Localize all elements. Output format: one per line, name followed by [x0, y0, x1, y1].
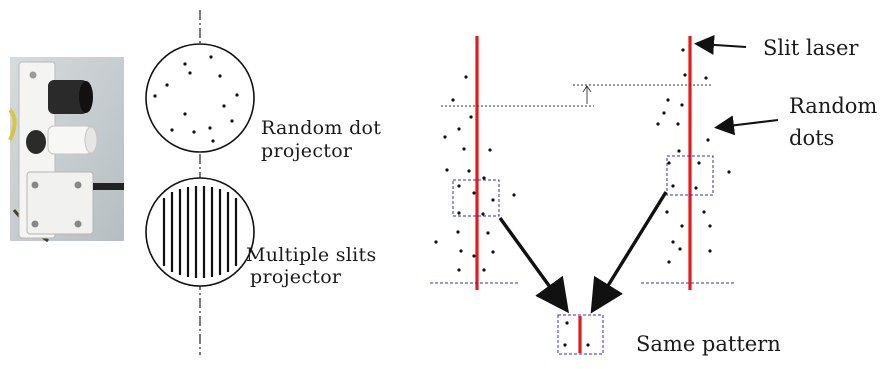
multiple-slits-projector-label-line1: Multiple slits [246, 244, 377, 266]
same-pattern-label: Same pattern [636, 332, 781, 356]
random-dot-projector-icon [145, 43, 255, 153]
slit-laser-label: Slit laser [763, 36, 859, 60]
left-pattern-box [452, 179, 500, 217]
random-dots-label-line1: Random [789, 94, 878, 118]
random-dots-arrow [714, 115, 779, 136]
random-dot-projector-label-line2: projector [261, 140, 353, 162]
random-dot-projector-label-line1: Random dot [261, 117, 382, 139]
same-pattern-box [557, 314, 604, 355]
multiple-slits-projector-icon [145, 177, 255, 287]
right-to-same-pattern-arrow [590, 191, 668, 314]
random-dots-label-line2: dots [789, 126, 835, 150]
right-pattern-box [666, 155, 714, 196]
left-to-same-pattern-arrow [498, 217, 569, 314]
slit-laser-arrow [694, 34, 747, 55]
projector-device-photo [8, 57, 124, 243]
right-laser-panel [573, 36, 736, 290]
multiple-slits-projector-label-line2: projector [250, 266, 342, 288]
left-laser-panel [430, 36, 594, 290]
